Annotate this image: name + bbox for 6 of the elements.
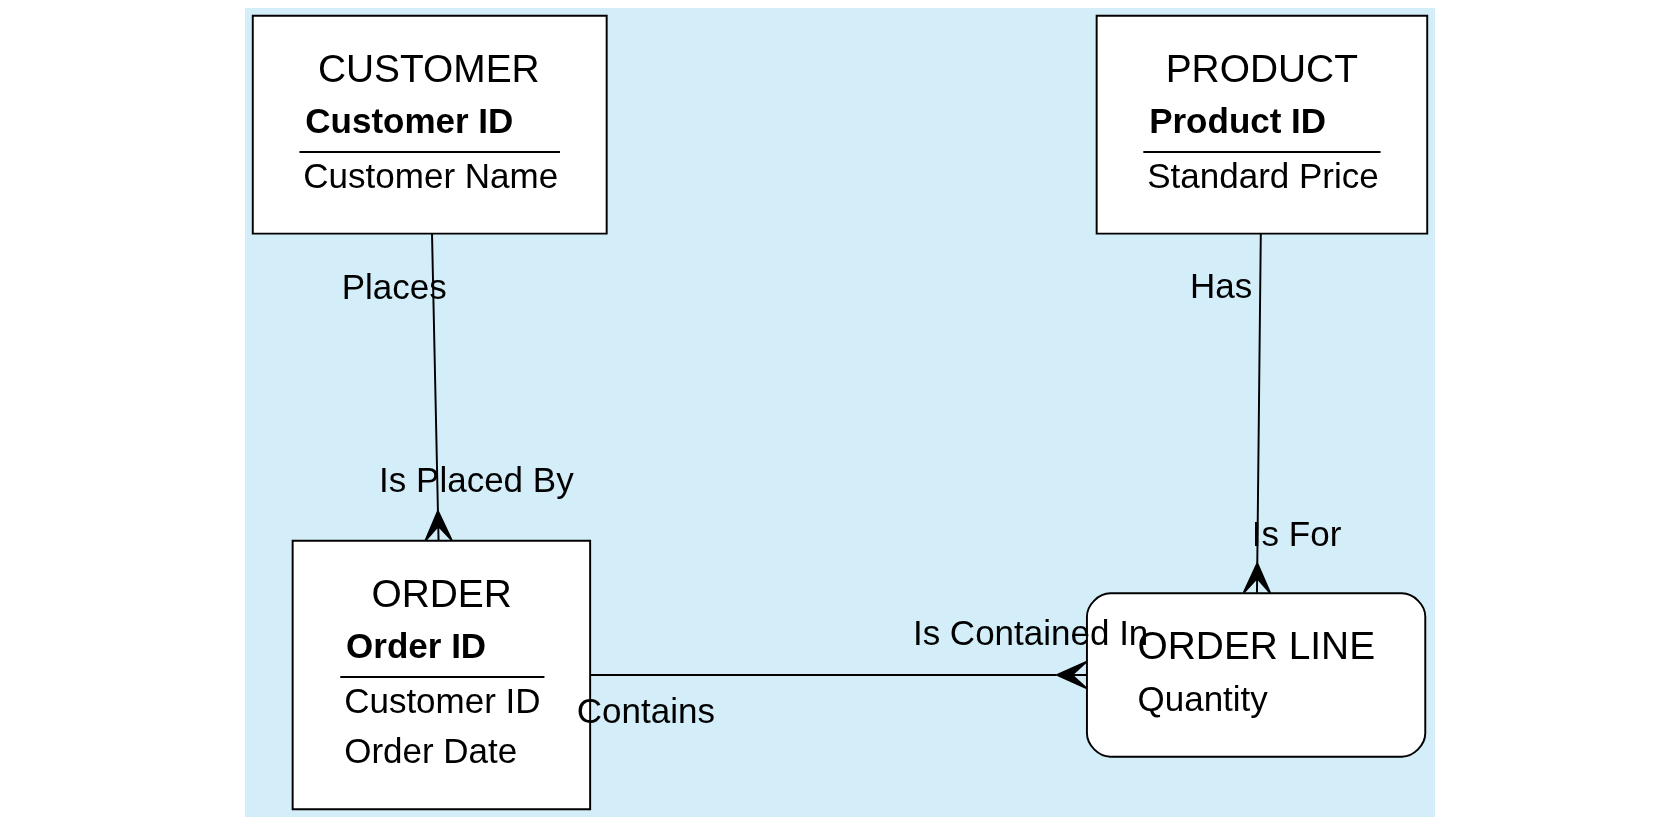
- edge-label: Has: [1189, 265, 1252, 305]
- node-box: CUSTOMER Customer ID Customer Name: [251, 14, 608, 235]
- connector: [1242, 233, 1271, 594]
- node-box: PRODUCT Product ID Standard Price: [1095, 14, 1428, 235]
- connector: [588, 660, 1087, 690]
- connector: [423, 233, 453, 542]
